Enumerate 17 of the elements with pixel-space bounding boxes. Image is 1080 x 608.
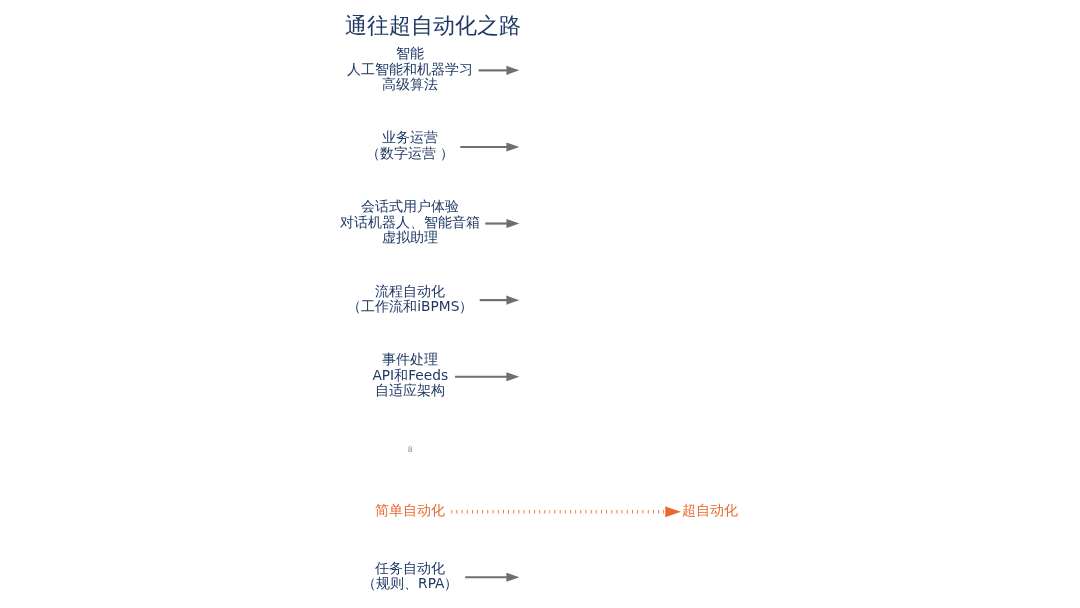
node-text: 会话式用户体验 对话机器人、智能音箱 虚拟助理 xyxy=(340,198,481,246)
arrow xyxy=(460,142,520,152)
label: 8 xyxy=(407,444,413,454)
arrow xyxy=(479,295,520,305)
node-text: 简单自动化 xyxy=(375,502,446,519)
node-text: 流程自动化 （工作流和iBPMS） xyxy=(347,282,474,315)
node-text: 超自动化 xyxy=(682,502,739,519)
arrow xyxy=(451,506,681,518)
diagram-title: 通往超自动化之路 xyxy=(345,12,522,39)
node-text: 任务自动化 （规则、RPA） xyxy=(362,559,459,592)
arrow xyxy=(455,372,520,382)
arrow xyxy=(478,65,520,75)
node-text: 智能 人工智能和机器学习 高级算法 xyxy=(347,45,474,93)
node-text: 业务运营 （数字运营 ） xyxy=(366,129,455,161)
arrow xyxy=(485,219,520,229)
arrow xyxy=(465,572,520,582)
node-text: 事件处理 API和Feeds 自适应架构 xyxy=(372,351,449,399)
